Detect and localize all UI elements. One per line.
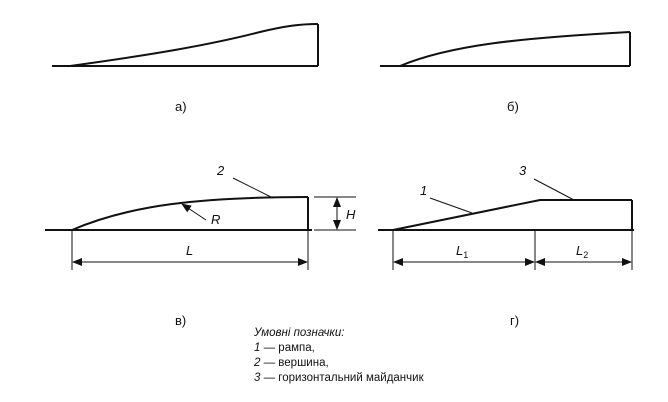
ramp-profile-b: [380, 31, 631, 67]
callout-number-platform: 3: [519, 163, 527, 178]
ramp-profile-a: [52, 23, 319, 67]
length-label: L: [186, 243, 193, 258]
caption-b: б): [507, 99, 519, 114]
legend-item-ramp: 1 — рампа,: [254, 342, 315, 354]
l2-label: L2: [576, 243, 588, 260]
radius-arrow: [181, 203, 207, 221]
legend-title: Умовні позначки:: [254, 327, 345, 339]
callout-number-vertex: 2: [216, 163, 225, 178]
ramp-profile-g: [378, 199, 634, 231]
callout-leader-vertex: [232, 177, 274, 199]
radius-label: R: [211, 212, 220, 227]
callout-leader-ramp: [429, 197, 473, 214]
height-label: H: [346, 207, 356, 222]
legend-item-platform: 3 — горизонтальний майданчик: [254, 372, 424, 384]
caption-g: г): [510, 313, 519, 328]
callout-number-ramp: 1: [420, 183, 427, 198]
ramp-profile-v: [45, 196, 312, 231]
callout-leader-platform: [533, 178, 575, 201]
caption-a: а): [175, 99, 187, 114]
caption-v: в): [175, 313, 186, 328]
l1-label: L1: [456, 243, 468, 260]
legend: Умовні позначки: 1 — рампа, 2 — вершина,…: [254, 326, 424, 386]
legend-item-vertex: 2 — вершина,: [254, 357, 329, 369]
